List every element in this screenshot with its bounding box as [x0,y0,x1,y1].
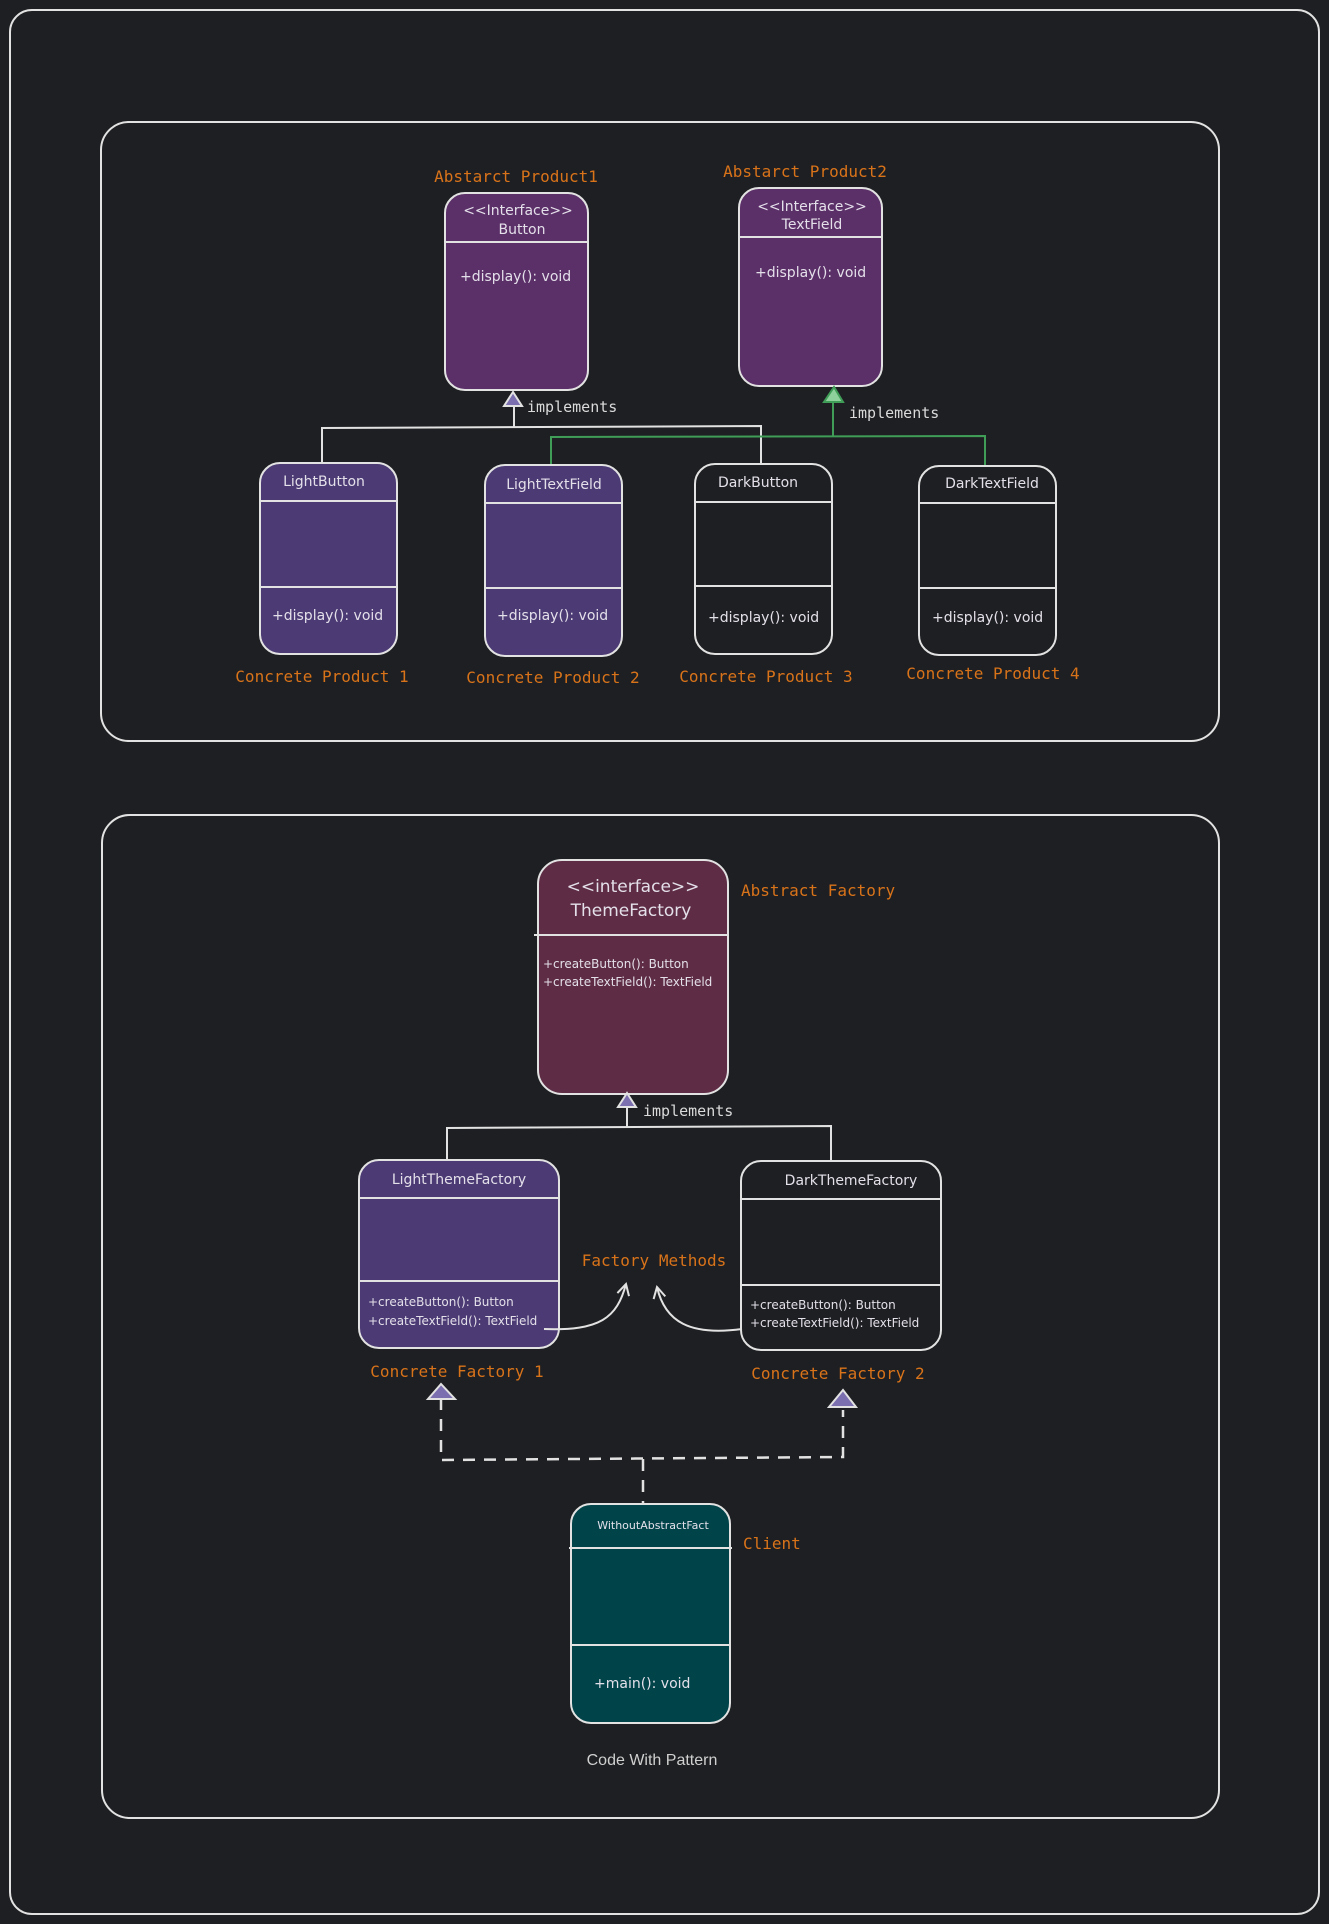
method-label: +main(): void [594,1676,690,1692]
class-name: ThemeFactory [570,901,692,921]
method-label: +createTextField(): TextField [543,975,712,989]
class-name: Button [499,222,546,238]
class-name: DarkThemeFactory [785,1173,918,1189]
factory-implements-arrowhead [616,1091,638,1108]
abstract-factory-themefactory[interactable]: <<interface>> ThemeFactory +createButton… [534,859,729,1095]
factory-methods-arrow-left [543,1284,626,1331]
concrete-product-lighttextfield[interactable]: LightTextField +display(): void [484,464,623,657]
stereotype-label: <<interface>> [567,877,700,897]
method-label: +createButton(): Button [750,1298,896,1312]
stereotype-label: <<Interface>> [757,199,867,215]
abstract-product-button[interactable]: <<Interface>> Button +display(): void [444,192,589,391]
method-label: +display(): void [460,269,571,285]
class-name: DarkTextField [945,476,1039,492]
client-label: Client [743,1534,801,1553]
textfield-implements-arrowhead [822,385,845,403]
method-label: +display(): void [708,610,819,626]
dependency-arrowhead-left [425,1382,458,1400]
class-name: WithoutAbstractFact [597,1519,709,1532]
section-caption: Code With Pattern [587,1752,718,1769]
method-label: +display(): void [497,608,608,624]
concrete-product1-label: Concrete Product 1 [235,667,408,686]
method-label: +display(): void [272,608,383,624]
factory-implements-line [446,1124,832,1161]
method-label: +createButton(): Button [368,1295,514,1309]
button-implements-line [321,424,762,464]
class-name: LightButton [283,474,365,490]
factory-implements-label: implements [643,1102,733,1120]
button-implements-arrowhead [502,390,524,407]
method-label: +display(): void [755,265,866,281]
abstract-product1-label: Abstarct Product1 [434,167,598,186]
method-label: +createTextField(): TextField [368,1314,537,1328]
concrete-factory-light[interactable]: LightThemeFactory +createButton(): Butto… [358,1159,560,1349]
dependency-arrowhead-right [826,1388,859,1408]
implements-label-2: implements [849,404,939,422]
factory-methods-label: Factory Methods [582,1251,727,1270]
concrete-factory-dark[interactable]: DarkThemeFactory +createButton(): Button… [740,1160,942,1351]
stereotype-label: <<Interface>> [463,203,573,219]
abstract-product-textfield[interactable]: <<Interface>> TextField +display(): void [738,187,883,387]
concrete-product4-label: Concrete Product 4 [906,664,1079,683]
abstract-factory-label: Abstract Factory [741,881,895,900]
method-label: +display(): void [932,610,1043,626]
class-name: LightTextField [506,477,602,493]
class-name: DarkButton [718,475,798,491]
class-name: TextField [781,217,843,233]
method-label: +createTextField(): TextField [750,1316,919,1330]
implements-label-1: implements [527,398,617,416]
products-panel [100,121,1220,742]
concrete-product-darkbutton[interactable]: DarkButton +display(): void [694,463,833,655]
concrete-product-darktextfield[interactable]: DarkTextField +display(): void [918,465,1057,656]
concrete-product-lightbutton[interactable]: LightButton +display(): void [259,462,398,655]
concrete-factory1-label: Concrete Factory 1 [370,1362,543,1381]
method-label: +createButton(): Button [543,957,689,971]
factory-methods-arrow-right [657,1287,743,1332]
client-class[interactable]: WithoutAbstractFact +main(): void [569,1503,732,1724]
client-dependency-line [439,1398,845,1462]
factories-panel [101,814,1220,1819]
concrete-factory2-label: Concrete Factory 2 [751,1364,924,1383]
class-name: LightThemeFactory [392,1172,526,1188]
concrete-product2-label: Concrete Product 2 [466,668,639,687]
textfield-implements-line [550,434,986,466]
abstract-product2-label: Abstarct Product2 [723,162,887,181]
concrete-product3-label: Concrete Product 3 [679,667,852,686]
